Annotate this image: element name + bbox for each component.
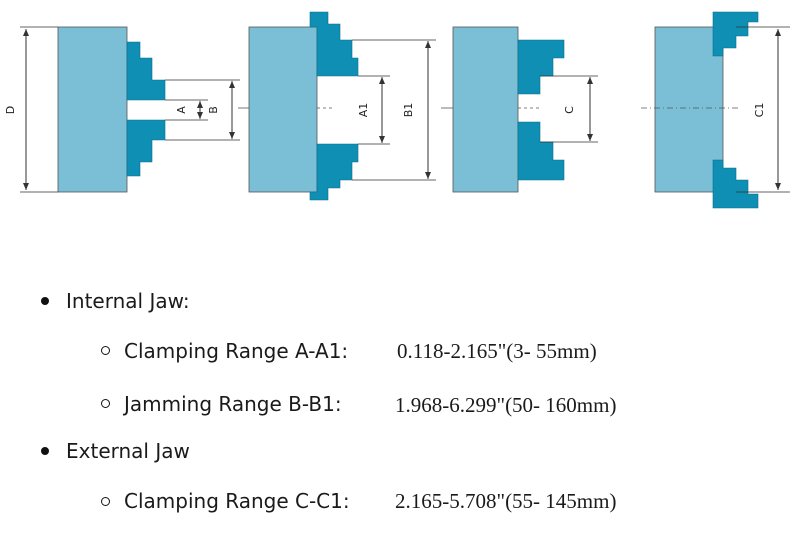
dim-label-b: B bbox=[207, 106, 220, 114]
bullet-circle-icon bbox=[101, 497, 110, 506]
lower-jaw bbox=[712, 159, 759, 209]
lower-jaw bbox=[517, 121, 565, 181]
dim-label-c1: C1 bbox=[753, 103, 766, 118]
figure-internal-jaw-a-b: D A B bbox=[4, 26, 240, 193]
lower-jaw bbox=[126, 119, 166, 177]
chuck-body bbox=[57, 26, 128, 193]
bullet-circle-icon bbox=[101, 399, 110, 408]
figure-external-jaw-c: C bbox=[441, 26, 598, 193]
clamping-range-c-c1-label: Clamping Range C-C1: bbox=[124, 489, 350, 513]
chuck-body bbox=[248, 26, 318, 193]
lower-jaw bbox=[309, 143, 359, 201]
bullet-circle-icon bbox=[101, 346, 110, 355]
figure-external-jaw-c1: C1 bbox=[641, 11, 790, 209]
clamping-range-a-a1-value: 0.118-2.165"(3- 55mm) bbox=[397, 339, 597, 363]
internal-jaw-heading: Internal Jaw: bbox=[66, 289, 190, 313]
upper-jaw bbox=[712, 11, 759, 57]
bullet-disc-icon bbox=[41, 447, 49, 455]
dim-label-d: D bbox=[4, 106, 17, 114]
chuck-jaw-diagram: D A B A1 B1 bbox=[4, 11, 790, 209]
jamming-range-b-b1-label: Jamming Range B-B1: bbox=[124, 392, 342, 416]
clamping-range-a-a1-label: Clamping Range A-A1: bbox=[124, 339, 349, 363]
upper-jaw bbox=[309, 11, 359, 77]
figure-internal-jaw-a1-b1: A1 B1 bbox=[238, 11, 436, 201]
chuck-body bbox=[654, 26, 724, 193]
dim-label-a: A bbox=[175, 106, 188, 114]
dim-label-a1: A1 bbox=[357, 103, 370, 118]
dim-label-b1: B1 bbox=[402, 103, 415, 118]
bullet-disc-icon bbox=[41, 297, 49, 305]
jamming-range-b-b1-value: 1.968-6.299"(50- 160mm) bbox=[395, 393, 617, 417]
clamping-range-c-c1-value: 2.165-5.708"(55- 145mm) bbox=[395, 489, 617, 513]
external-jaw-heading: External Jaw bbox=[66, 439, 190, 463]
dim-label-c: C bbox=[563, 106, 576, 114]
upper-jaw bbox=[126, 41, 166, 101]
chuck-body bbox=[452, 26, 519, 193]
